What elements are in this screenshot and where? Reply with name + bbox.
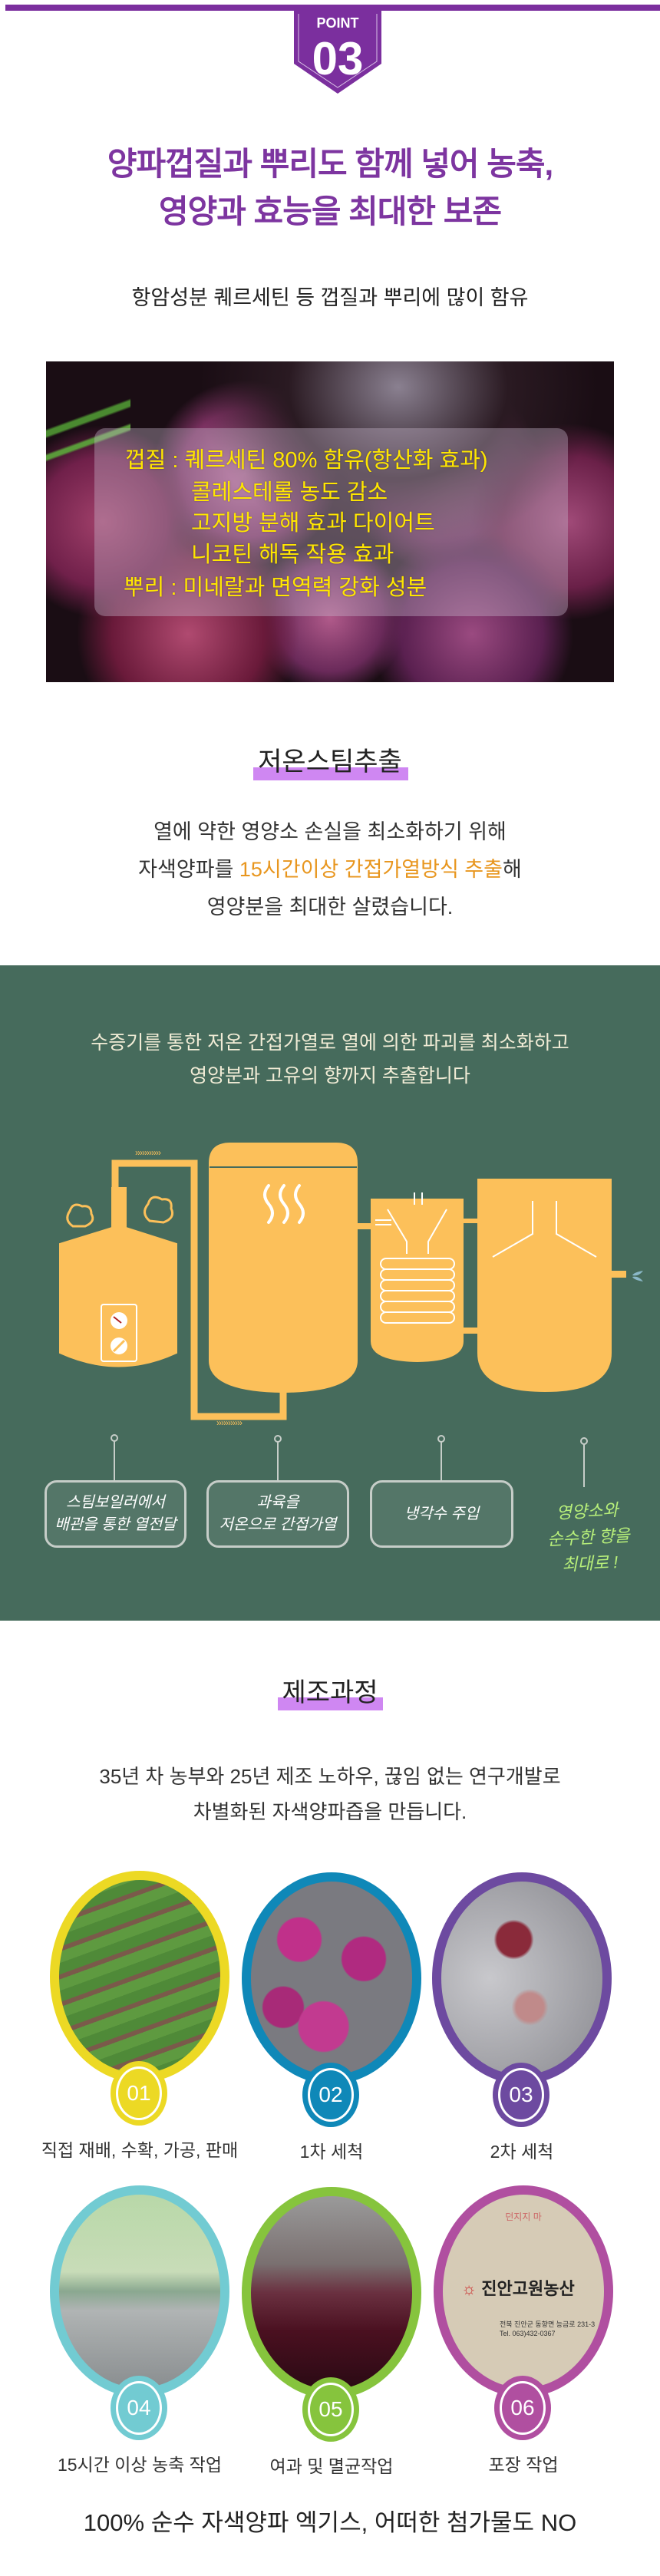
brand-text: 진안고원농산 xyxy=(481,2279,575,2298)
step-label: 2차 세척 xyxy=(490,2142,554,2162)
badge-number: 03 xyxy=(312,33,364,84)
flow-arrows: ››››››››››› xyxy=(216,1417,243,1428)
step-label: 1차 세척 xyxy=(299,2142,364,2162)
step-label: 직접 재배, 수확, 가공, 판매 xyxy=(41,2140,239,2160)
benefit-line: 껍질 : 퀘르세틴 80% 함유(항산화 효과) xyxy=(125,448,488,473)
page-title: 양파껍질과 뿌리도 함께 넣어 농축, 영양과 효능을 최대한 보존 xyxy=(0,140,660,236)
step-number-badge: 05 xyxy=(302,2377,359,2442)
benefit-line: 콜레스테롤 농도 감소 xyxy=(191,480,388,505)
outlet-pipe xyxy=(611,1271,626,1278)
box-line: 냉각수 주입 xyxy=(404,1505,480,1522)
text: 해 xyxy=(502,858,522,881)
highlight-text: 15시간이상 간접가열방식 추출 xyxy=(239,858,503,881)
pin-lines xyxy=(111,1434,588,1487)
subtitle: 항암성분 퀘르세틴 등 껍질과 뿌리에 많이 함유 xyxy=(131,286,529,309)
box-line: 과육을 xyxy=(256,1494,299,1511)
heating-tank xyxy=(209,1143,358,1394)
intro-line: 수증기를 통한 저온 간접가열로 열에 의한 파괴를 최소화하고 xyxy=(91,1032,569,1054)
connector xyxy=(357,1223,372,1229)
steam-heading: 저온스팀추출 xyxy=(258,747,402,777)
para-line: 차별화된 자색양파즙을 만듭니다. xyxy=(193,1800,467,1823)
funnel-icon xyxy=(492,1201,597,1258)
package-tel: Tel. 063)432-0367 xyxy=(500,2330,556,2337)
box-line: 스팀보일러에서 xyxy=(66,1494,165,1511)
handwritten-note: 영양소와 순수한 향을 최대로 ! xyxy=(544,1496,632,1579)
para-line: 열에 약한 영양소 손실을 최소화하기 위해 xyxy=(153,820,507,843)
step-number: 01 xyxy=(116,2066,162,2120)
closing-statement: 100% 순수 자색양파 엑기스, 어떠한 첨가물도 NO xyxy=(83,2509,577,2536)
heading-highlight xyxy=(278,1697,383,1710)
process-heading: 제조과정 xyxy=(282,1677,378,1708)
collection-tank xyxy=(477,1179,612,1393)
process-description: 35년 차 농부와 25년 제조 노하우, 끊임 없는 연구개발로 차별화된 자… xyxy=(0,1759,660,1829)
benefits-overlay: 껍질 : 퀘르세틴 80% 함유(항산화 효과) 콜레스테롤 농도 감소 고지방… xyxy=(94,428,568,616)
step-number: 06 xyxy=(500,2381,546,2435)
package-address: 전북 진안군 동향면 능금로 231-3 xyxy=(500,2320,596,2328)
connector xyxy=(463,1328,478,1334)
field-photo xyxy=(50,1871,229,2083)
para-line: 영양분을 최대한 살렸습니다. xyxy=(206,895,454,919)
step-number-badge: 06 xyxy=(494,2376,551,2440)
note-line: 영양소와 xyxy=(556,1499,619,1523)
benefit-line: 고지방 분해 효과 다이어트 xyxy=(191,511,435,536)
step-box-cooling: 냉각수 주입 xyxy=(370,1480,513,1548)
box-line: 배관을 통한 열전달 xyxy=(54,1516,177,1533)
step-number-badge: 04 xyxy=(111,2376,167,2440)
note-line: 최대로 ! xyxy=(561,1552,619,1575)
flow-arrows: ››››››››››› xyxy=(135,1147,161,1158)
step-number-badge: 02 xyxy=(302,2063,359,2127)
point-badge: POINT 03 xyxy=(294,6,381,94)
step-number-badge: 03 xyxy=(493,2063,549,2127)
benefit-line: 니코틴 해독 작용 효과 xyxy=(191,543,394,567)
step-label: 여과 및 멸균작업 xyxy=(269,2456,394,2476)
step-number: 02 xyxy=(308,2068,354,2122)
benefit-line: 뿌리 : 미네랄과 면역력 강화 성분 xyxy=(124,576,427,600)
heading-highlight xyxy=(253,767,408,780)
step-number: 05 xyxy=(308,2383,354,2436)
extraction-diagram-section: 수증기를 통한 저온 간접가열로 열에 의한 파괴를 최소화하고 영양분과 고유… xyxy=(0,965,660,1621)
package-logo: ☼ 진안고원농산 xyxy=(461,2279,575,2298)
diagram-intro: 수증기를 통한 저온 간접가열로 열에 의한 파괴를 최소화하고 영양분과 고유… xyxy=(0,1027,660,1093)
package-text: 던지지 마 xyxy=(505,2212,542,2222)
note-line: 순수한 향을 xyxy=(546,1525,631,1549)
steam-description: 열에 약한 영양소 손실을 최소화하기 위해 자색양파를 15시간이상 간접가열… xyxy=(0,813,660,926)
filtering-photo xyxy=(242,2187,421,2399)
connector xyxy=(463,1219,478,1223)
step-label: 포장 작업 xyxy=(488,2455,559,2475)
boiler-gauge-icon xyxy=(101,1304,137,1362)
para-line: 35년 차 농부와 25년 제조 노하우, 끊임 없는 연구개발로 xyxy=(99,1765,561,1788)
washing-photo xyxy=(242,1872,421,2084)
steam-boiler xyxy=(59,1187,177,1367)
condenser-coil-icon xyxy=(375,1192,455,1324)
steam-puff-icon xyxy=(66,1196,174,1228)
water-drop-icon xyxy=(632,1271,643,1281)
intro-line: 영양분과 고유의 향까지 추출합니다 xyxy=(190,1065,470,1087)
packaging-photo: 던지지 마 ☼ 진안고원농산 전북 진안군 동향면 능금로 231-3 Tel.… xyxy=(434,2185,613,2397)
step-number: 03 xyxy=(498,2068,544,2122)
title-line-2: 영양과 효능을 최대한 보존 xyxy=(158,193,502,229)
title-line-1: 양파껍질과 뿌리도 함께 넣어 농축, xyxy=(107,146,553,182)
second-wash-photo xyxy=(432,1872,612,2084)
step-label: 15시간 이상 농축 작업 xyxy=(57,2455,223,2475)
text: 자색양파를 xyxy=(138,858,239,881)
onion-photo: 껍질 : 퀘르세틴 80% 함유(항산화 효과) 콜레스테롤 농도 감소 고지방… xyxy=(46,361,614,682)
onion-stems xyxy=(46,392,130,484)
factory-photo xyxy=(50,2185,229,2397)
steam-pipe xyxy=(111,1159,287,1420)
step-number: 04 xyxy=(116,2381,162,2435)
box-line: 저온으로 간접가열 xyxy=(219,1516,337,1533)
steam-waves-icon xyxy=(263,1184,305,1224)
badge-label: POINT xyxy=(316,15,358,31)
step-number-badge: 01 xyxy=(111,2061,167,2126)
extraction-diagram: ››››››››››› ››››››››››› xyxy=(59,1143,643,1487)
para-line: 자색양파를 15시간이상 간접가열방식 추출해 xyxy=(0,851,660,889)
